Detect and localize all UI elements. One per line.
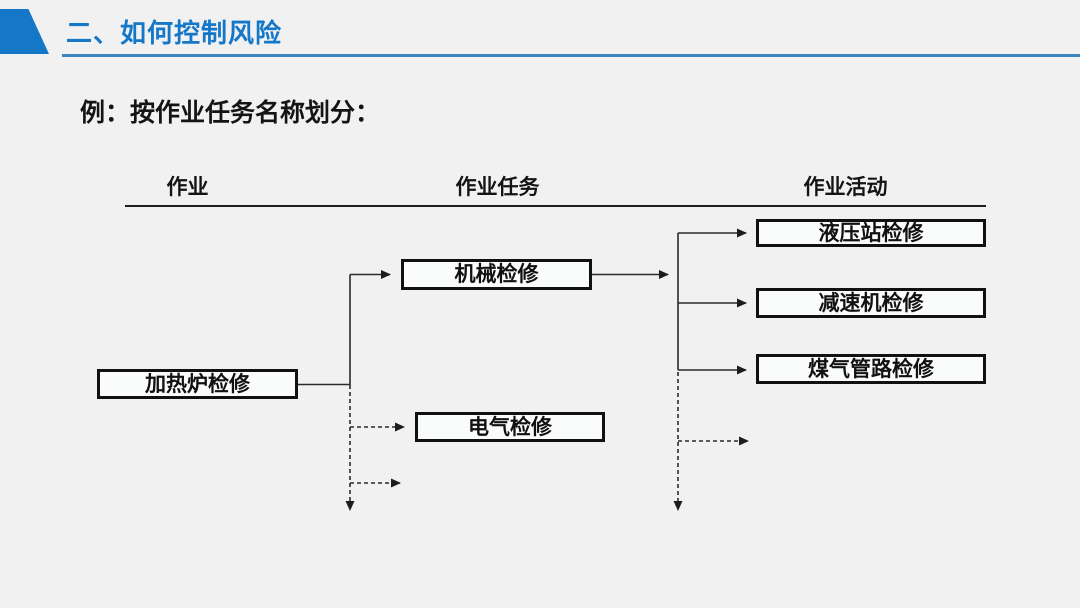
column-header-rule: [125, 205, 986, 207]
node-mechanical-maintenance: 机械检修: [401, 259, 592, 290]
node-label: 加热炉检修: [145, 372, 250, 396]
node-label: 减速机检修: [818, 291, 924, 315]
page-title: 二、如何控制风险: [66, 18, 283, 48]
node-furnace-maintenance: 加热炉检修: [97, 369, 298, 399]
header-rule: [62, 54, 1080, 57]
node-label: 机械检修: [454, 263, 539, 286]
node-electrical-maintenance: 电气检修: [415, 412, 605, 442]
node-gas-pipeline-maintenance: 煤气管路检修: [756, 354, 986, 384]
node-label: 电气检修: [468, 415, 552, 439]
column-header-operation: 作业: [166, 176, 209, 199]
node-label: 液压站检修: [818, 221, 924, 245]
node-reducer-maintenance: 减速机检修: [756, 288, 986, 318]
column-header-activity: 作业活动: [803, 176, 888, 199]
node-hydraulic-station-maintenance: 液压站检修: [756, 219, 986, 247]
edge-jiarelu-trunk: [298, 274, 351, 386]
node-label: 煤气管路检修: [808, 357, 934, 381]
column-header-task: 作业任务: [455, 176, 540, 199]
slide-subtitle: 例：按作业任务名称划分：: [80, 99, 381, 127]
